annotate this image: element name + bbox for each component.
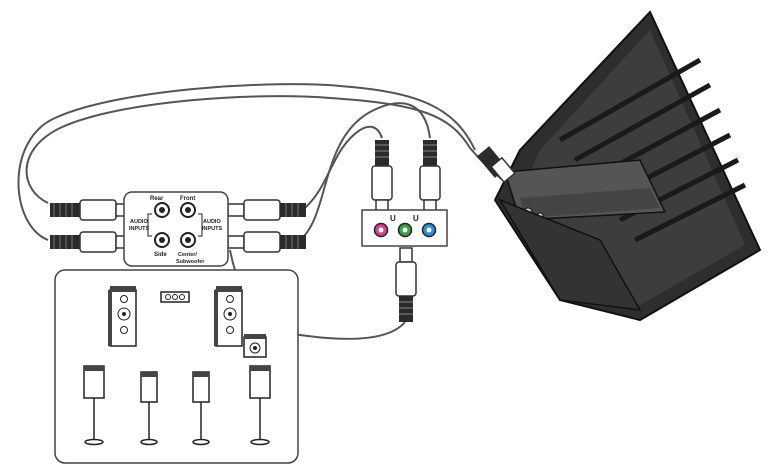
jack-glyph-1: U [390,214,396,223]
pc-case-icon [493,10,762,322]
center-speaker-icon [160,291,190,303]
satellite-speaker-icon [140,371,158,446]
satellite-speaker-icon [192,371,210,446]
receiver-audio-inputs-panel: Rear Front Side Center/ Subwoofer AUDIO … [123,191,229,267]
jack-glyph-2: U [413,214,419,223]
rca-plug-icon [50,231,133,253]
audio-inputs-left-line1: AUDIO [130,219,148,225]
cable-top-left [25,95,471,204]
rca-plug-icon [395,247,417,322]
rca-plug-icon [371,140,393,215]
cable-to-jack-2 [299,102,431,241]
rca-plugs-left [50,199,133,253]
satellite-speaker-icon [249,365,271,446]
cable-to-jack-1 [299,125,383,213]
center-label-line2: Subwoofer [176,259,205,265]
audio-inputs-left-line2: INPUTS [129,226,150,232]
front-label: Front [180,196,195,202]
front-port-plug [476,146,516,184]
subwoofer-icon [243,334,267,358]
center-label-line1: Center/ [178,252,197,258]
rca-plug-icon [227,199,306,221]
rca-plug-icon [227,231,306,253]
rca-plugs-right [227,199,306,253]
pc-audio-jack-panel: U U [361,209,448,247]
speaker-set [54,269,299,464]
satellite-speaker-icon [83,365,105,446]
cable-top-left-2 [17,83,476,241]
audio-inputs-right-line2: INPUTS [202,226,223,232]
rca-plug-icon [419,140,441,215]
rca-plug-icon [50,199,133,221]
jack-panel-plugs-top [371,140,441,215]
audio-inputs-right-line1: AUDIO [203,219,221,225]
speaker-icon [214,286,243,347]
receiver-panel-box [123,191,229,267]
rear-label: Rear [150,196,164,202]
side-label: Side [154,252,167,258]
speaker-icon [108,286,137,347]
